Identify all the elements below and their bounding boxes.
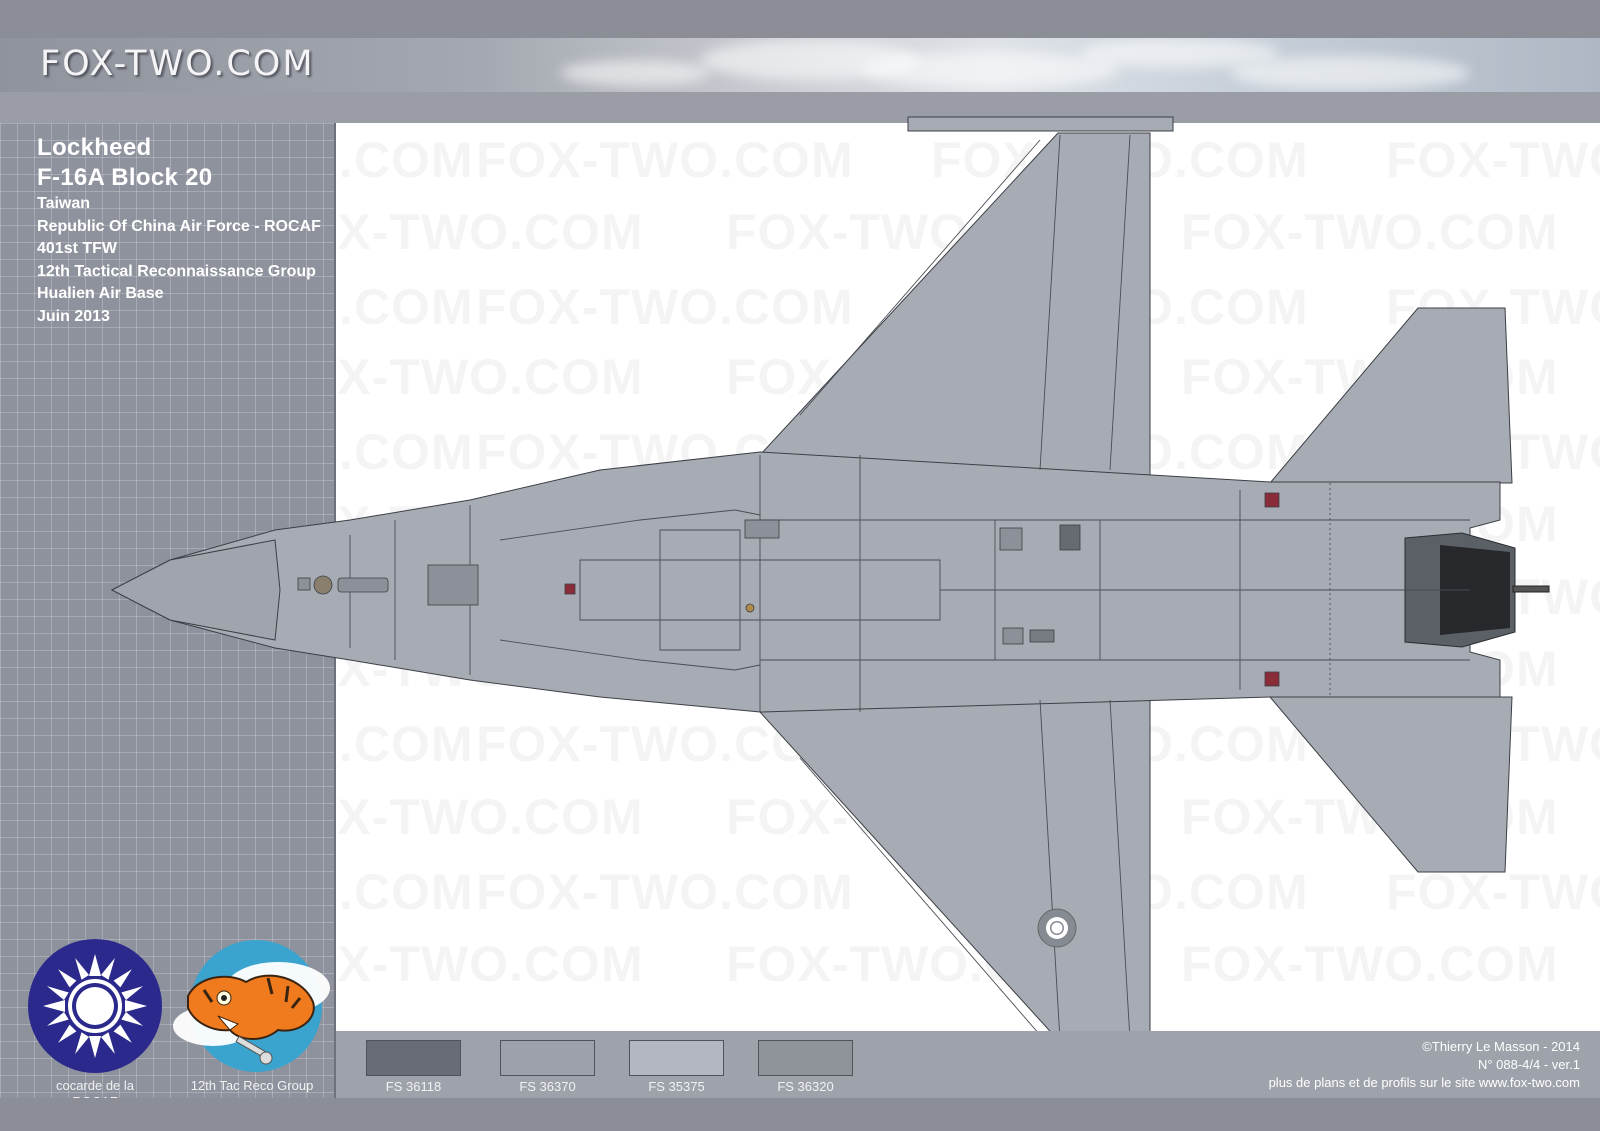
- header-under-band: [0, 92, 1600, 123]
- watermark: FOX-TWO.COM: [476, 278, 854, 336]
- watermark: FOX-TWO.COM: [336, 788, 644, 846]
- watermark: FOX-TWO.COM: [336, 715, 474, 773]
- watermark: FOX-TWO.COM: [1386, 131, 1600, 189]
- watermark: FOX-TWO.COM: [476, 863, 854, 921]
- header-banner: FOX-TWO.COM: [0, 38, 1600, 92]
- site-logo: FOX-TWO.COM: [40, 44, 315, 84]
- watermark: FOX-TWO.COM: [1386, 863, 1600, 921]
- aircraft-maker: Lockheed: [37, 134, 152, 161]
- watermark: FOX-TWO.COM: [336, 203, 644, 261]
- watermark: FOX-TWO.COM: [336, 863, 474, 921]
- aircraft-info: Lockheed F-16A Block 20 Taiwan Republic …: [37, 133, 321, 328]
- right-wing: [758, 679, 1151, 1041]
- watermark: FOX-TWO.COM: [336, 278, 474, 336]
- tiger-badge-icon: [173, 940, 330, 1072]
- wing-roundel-icon: [1037, 908, 1077, 948]
- color-swatch: [629, 1040, 724, 1076]
- wingtip-rail-top: [907, 116, 1174, 132]
- aircraft-base: Hualien Air Base: [37, 285, 164, 302]
- watermark: FOX-TWO.COM: [336, 348, 644, 406]
- aircraft-group: 12th Tactical Reconnaissance Group: [37, 262, 316, 280]
- watermark: FOX-TWO.COM: [1181, 935, 1559, 993]
- roundel-label-line1: cocarde de la: [55, 1078, 135, 1093]
- squadron-badge-label: 12th Tac Reco Group: [168, 1078, 336, 1094]
- nose-radome: [110, 539, 281, 641]
- plate-number-line: N° 088-4/4 - ver.1: [1477, 1057, 1580, 1072]
- color-swatch: [758, 1040, 853, 1076]
- stabilizer-bottom: [1268, 696, 1513, 873]
- watermark: FOX-TWO.COM: [476, 131, 854, 189]
- swatch-label: FS 36118: [385, 1079, 442, 1094]
- aircraft-date: Juin 2013: [37, 307, 110, 325]
- stabilizer-top: [1268, 307, 1513, 484]
- swatch-label: FS 36320: [777, 1079, 834, 1094]
- website-line: plus de plans et de profils sur le site …: [1268, 1075, 1580, 1090]
- aircraft-wing: 401st TFW: [37, 240, 118, 257]
- left-wing: [758, 132, 1151, 491]
- swatch-label: FS 35375: [648, 1079, 705, 1094]
- copyright-line: ©Thierry Le Masson - 2014: [1422, 1039, 1580, 1054]
- bottom-band: [0, 1098, 1600, 1131]
- aircraft-model: F-16A Block 20: [37, 164, 213, 191]
- roc-roundel-icon: [28, 939, 162, 1073]
- watermark: FOX-TWO.COM: [336, 131, 474, 189]
- aircraft-air-force: Republic Of China Air Force - ROCAF: [37, 217, 321, 235]
- aircraft-country: Taiwan: [37, 195, 91, 212]
- credit-block: ©Thierry Le Masson - 2014 N° 088-4/4 - v…: [1269, 1038, 1580, 1092]
- squadron-badge-label-line1: 12th Tac Reco Group: [190, 1078, 314, 1093]
- watermark: FOX-TWO.COM: [1181, 203, 1559, 261]
- watermark: FOX-TWO.COM: [336, 935, 644, 993]
- swatch-label: FS 36370: [519, 1079, 576, 1094]
- watermark: FOX-TWO.COM: [336, 423, 474, 481]
- color-swatch: [366, 1040, 461, 1076]
- top-band: [0, 0, 1600, 38]
- color-swatch: [500, 1040, 595, 1076]
